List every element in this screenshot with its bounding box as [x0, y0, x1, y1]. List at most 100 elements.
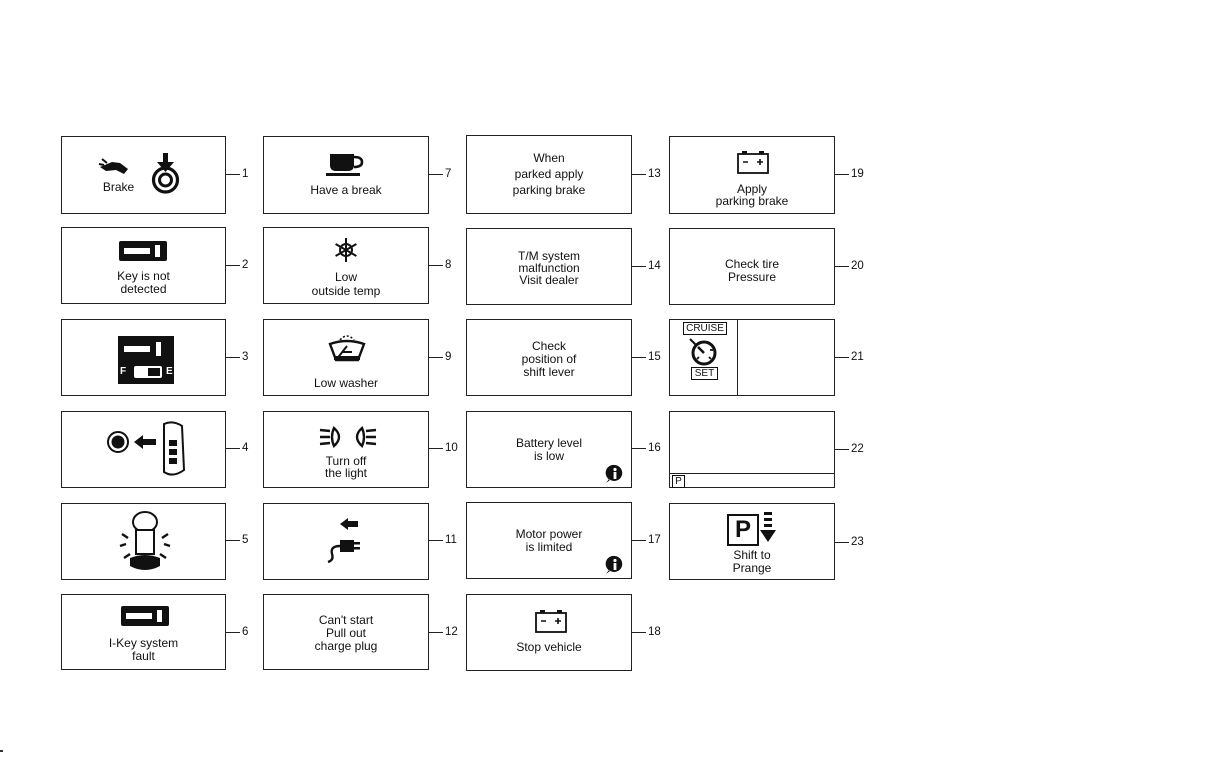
- hand-brake-icon: [98, 158, 128, 174]
- callout-10: 10: [445, 442, 458, 454]
- panel-12-line-1: Can't start: [318, 613, 374, 627]
- gauge-label-full: F: [120, 366, 127, 377]
- park-icon: P: [727, 514, 759, 546]
- warning-panel-23: P Shift to Prange: [669, 503, 835, 580]
- shift-down-arrow-icon: [760, 512, 776, 542]
- snowflake-icon: [335, 238, 357, 262]
- panel-23-line-1: Shift to: [733, 548, 771, 562]
- panel-21-divider: [737, 320, 738, 395]
- callout-3: 3: [242, 351, 249, 363]
- callout-18: 18: [648, 626, 661, 638]
- warning-panel-10: Turn off the light: [263, 411, 429, 488]
- callout-20: 20: [851, 260, 864, 272]
- warning-panel-4: [61, 411, 226, 488]
- panel-22-status-bar: [670, 473, 834, 474]
- panel-15-line-2: position of: [521, 352, 577, 366]
- panel-1-text: Brake: [102, 180, 135, 194]
- callout-7: 7: [445, 168, 452, 180]
- warning-panel-9: Low washer: [263, 319, 429, 396]
- panel-12-line-2: Pull out: [325, 626, 367, 640]
- arrow-left-icon: [134, 435, 156, 449]
- warning-panel-1: Brake: [61, 136, 226, 214]
- panel-7-text: Have a break: [310, 183, 382, 197]
- callout-13: 13: [648, 168, 661, 180]
- panel-6-line-2: fault: [132, 649, 155, 663]
- callout-21: 21: [851, 351, 864, 363]
- panel-19-line-1: Apply: [736, 182, 768, 196]
- warning-panel-6: I-Key system fault: [61, 594, 226, 670]
- panel-17-line-2: is limited: [525, 540, 573, 554]
- callout-1: 1: [242, 168, 249, 180]
- panel-2-line-1: Key is not: [117, 269, 170, 283]
- warning-panel-3: F E: [61, 319, 226, 396]
- callout-6: 6: [242, 626, 249, 638]
- push-brake-icon: [151, 153, 180, 194]
- callout-22: 22: [851, 443, 864, 455]
- page-corner-mark: [0, 750, 3, 752]
- panel-13-line-1: When: [533, 151, 565, 165]
- panel-9-text: Low washer: [313, 376, 379, 390]
- warning-panel-12: Can't start Pull out charge plug: [263, 594, 429, 670]
- warning-panel-15: Check position of shift lever: [466, 319, 632, 396]
- panel-23-line-2: Prange: [732, 561, 772, 575]
- panel-12-line-3: charge plug: [314, 639, 378, 653]
- warning-panel-17: Motor power is limited: [466, 502, 632, 579]
- panel-19-line-2: parking brake: [715, 194, 789, 208]
- battery-icon: [535, 610, 567, 633]
- cruise-speedometer-icon: [689, 338, 717, 366]
- key-battery-low-icon: [118, 336, 174, 384]
- warning-panel-20: Check tire Pressure: [669, 228, 835, 305]
- set-badge: SET: [691, 367, 718, 380]
- info-icon: [605, 555, 623, 574]
- warning-panel-13: When parked apply parking brake: [466, 135, 632, 214]
- callout-9: 9: [445, 351, 452, 363]
- panel-17-line-1: Motor power: [515, 527, 583, 541]
- charge-plug-icon: [327, 518, 360, 564]
- panel-14-line-3: Visit dealer: [519, 273, 579, 287]
- callout-5: 5: [242, 534, 249, 546]
- headlight-icon: [319, 426, 377, 448]
- info-icon: [605, 464, 623, 483]
- callout-8: 8: [445, 259, 452, 271]
- washer-fluid-icon: [328, 335, 366, 362]
- panel-13-line-3: parking brake: [512, 183, 586, 197]
- panel-20-line-2: Pressure: [727, 270, 777, 284]
- gauge-label-empty: E: [166, 366, 173, 377]
- panel-8-line-1: Low: [334, 270, 357, 284]
- warning-panel-19: Apply parking brake: [669, 136, 835, 214]
- coffee-cup-icon: [326, 154, 364, 176]
- panel-16-line-2: is low: [533, 449, 564, 463]
- battery-icon: [737, 151, 769, 174]
- panel-8-line-2: outside temp: [311, 284, 381, 298]
- panel-15-line-1: Check: [531, 339, 566, 353]
- panel-2-line-2: detected: [120, 282, 167, 296]
- warning-panel-5: [61, 503, 226, 580]
- warning-panel-14: T/M system malfunction Visit dealer: [466, 228, 632, 305]
- callout-15: 15: [648, 351, 661, 363]
- callout-2: 2: [242, 259, 249, 271]
- panel-16-line-1: Battery level: [515, 436, 583, 450]
- steering-lock-icon: [119, 511, 171, 570]
- key-icon: [121, 606, 169, 626]
- panel-18-text: Stop vehicle: [516, 640, 582, 654]
- callout-17: 17: [648, 534, 661, 546]
- panel-20-line-1: Check tire: [724, 257, 780, 271]
- warning-panel-7: Have a break: [263, 136, 429, 214]
- warning-panel-11: [263, 503, 429, 580]
- warning-panel-18: Stop vehicle: [466, 594, 632, 671]
- callout-12: 12: [445, 626, 458, 638]
- callout-4: 4: [242, 442, 249, 454]
- key-icon: [119, 241, 167, 261]
- panel-10-line-1: Turn off: [325, 454, 367, 468]
- panel-14-line-1: T/M system: [518, 249, 580, 263]
- callout-14: 14: [648, 260, 661, 272]
- panel-6-line-1: I-Key system: [108, 636, 179, 650]
- cruise-badge: CRUISE: [683, 322, 727, 335]
- panel-13-line-2: parked apply: [514, 167, 584, 181]
- warning-panel-21: CRUISE SET: [669, 319, 835, 396]
- warning-panel-22: P: [669, 411, 835, 488]
- park-indicator: P: [672, 475, 685, 488]
- panel-10-line-2: the light: [324, 466, 368, 480]
- warning-panel-8: Low outside temp: [263, 227, 429, 304]
- warning-panel-16: Battery level is low: [466, 411, 632, 488]
